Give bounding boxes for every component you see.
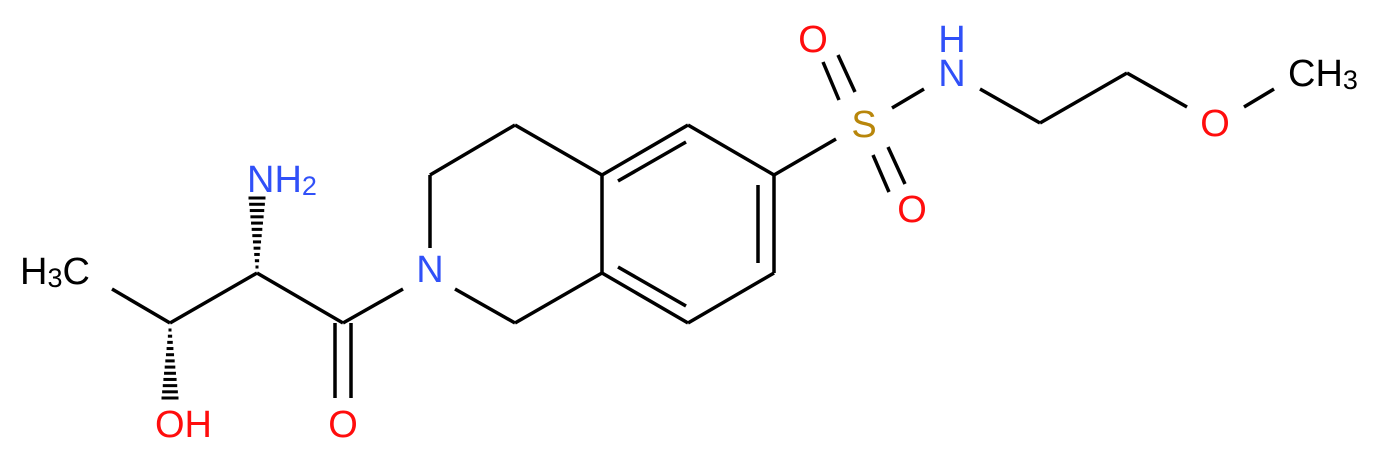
atom-carbonyl-o: O	[328, 404, 358, 446]
atom-h3c: H3C	[20, 251, 90, 293]
bond-cc-cf-inner	[617, 140, 687, 183]
bond-s-o-top-2	[836, 54, 857, 93]
bond-cg-s	[773, 137, 837, 177]
hash-wedge-nh2	[248, 196, 266, 269]
atom-sulfonyl-o-top: O	[798, 19, 828, 61]
bond-cf-cg	[687, 123, 775, 177]
atom-sulfonyl-o-bottom: O	[897, 189, 927, 231]
bond-ch2-ch2	[1039, 71, 1128, 125]
hash-wedge-oh	[161, 328, 179, 400]
atom-ring-n: N	[416, 249, 443, 291]
atom-amide-n: N	[938, 53, 965, 95]
bond-ch2-o	[1126, 71, 1188, 109]
bond-s-o-top-1	[821, 61, 841, 101]
bond-s-o-bottom-2	[886, 146, 907, 185]
atom-ether-o: O	[1200, 103, 1230, 145]
bond-cd-ce	[514, 271, 603, 325]
bond-ca-cb	[429, 123, 516, 177]
bond-ci-cd	[601, 271, 689, 325]
bond-ch-ci	[687, 271, 775, 325]
bond-ch3-c3	[111, 287, 171, 325]
bond-carbonyl-n	[342, 287, 404, 325]
bond-n-ch2	[979, 87, 1041, 125]
bond-o-ch3	[1243, 87, 1275, 109]
atom-nh2: NH2	[247, 159, 317, 201]
bond-cb-cc	[514, 123, 603, 177]
bond-s-n	[891, 87, 925, 110]
bond-ce-n	[454, 287, 516, 325]
atom-oh: OH	[155, 404, 212, 446]
atom-labels: NH2 H3C OH O N S O O N H O CH3	[20, 19, 1358, 446]
atom-sulfur: S	[851, 104, 876, 146]
bond-c2-carbonyl	[256, 271, 344, 325]
bond-s-o-bottom-1	[871, 154, 891, 193]
bond-ci-cd-inner	[617, 265, 687, 308]
bond-cc-cf	[601, 123, 689, 177]
atom-amide-h: H	[938, 19, 965, 61]
bond-c3-c2	[169, 271, 258, 325]
bonds	[111, 54, 1275, 400]
atom-ch3: CH3	[1288, 53, 1358, 95]
